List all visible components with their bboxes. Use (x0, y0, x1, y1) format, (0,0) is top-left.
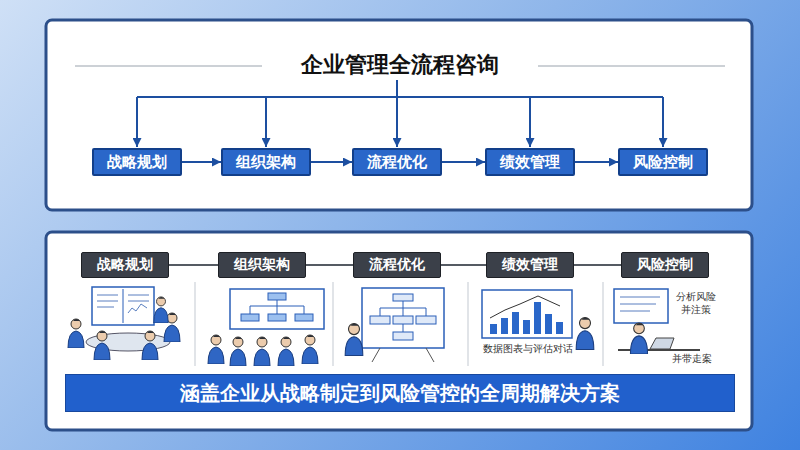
summary-band: 涵盖企业从战略制定到风险管控的全周期解决方案 (65, 374, 735, 412)
illustration-note: 数据图表与评估对话 (476, 342, 580, 355)
board-lines (97, 295, 149, 313)
node-text: 风险控制 (637, 256, 693, 274)
org-box (295, 314, 313, 321)
branch-arrow (265, 97, 267, 147)
process-box: 组织架构 (221, 148, 311, 176)
flow-arrow (442, 161, 485, 163)
flow-arrow (182, 161, 221, 163)
chart-board (482, 290, 572, 338)
strategy-meeting-art (68, 287, 180, 360)
flow-board (362, 288, 444, 348)
section-header: 流程优化 (353, 252, 441, 278)
section-header: 组织架构 (218, 252, 306, 278)
risk-screen (614, 289, 668, 323)
node-text: 绩效管理 (502, 256, 558, 274)
title-rule (538, 66, 725, 67)
section-header: 绩效管理 (486, 252, 574, 278)
org-lines (250, 300, 304, 314)
illustration-note: 分析风险 并注策 (670, 290, 722, 316)
bar (501, 318, 508, 334)
bar (534, 302, 541, 334)
person (230, 337, 246, 366)
separator (333, 282, 334, 366)
node-text: 组织架构 (236, 153, 296, 172)
branch-stem (396, 80, 398, 97)
org-box (268, 293, 286, 300)
flow-arrow (575, 161, 618, 163)
node-text: 战略规划 (107, 153, 167, 172)
screen-lines (620, 297, 660, 311)
diagram-title: 企业管理全流程咨询 (270, 50, 530, 80)
process-box: 流程优化 (352, 148, 442, 176)
person (68, 319, 84, 348)
process-box: 战略规划 (92, 148, 182, 176)
person (142, 331, 158, 360)
bar (512, 312, 519, 334)
presenter (345, 324, 363, 356)
connector-line (306, 264, 353, 266)
org-board (230, 289, 324, 329)
node-text: 战略规划 (97, 256, 153, 274)
section-header: 风险控制 (621, 252, 709, 278)
bar (490, 324, 497, 334)
flow-box (370, 316, 390, 324)
org-box (268, 314, 286, 321)
person (208, 335, 224, 364)
person (94, 331, 110, 360)
branch-arrow (529, 97, 531, 147)
book-spine (123, 289, 124, 323)
connector-line (574, 264, 621, 266)
top-panel (46, 20, 752, 210)
connector-line (169, 264, 218, 266)
separator (195, 282, 196, 366)
flow-box (393, 294, 413, 301)
laptop (650, 338, 674, 349)
section-header: 战略规划 (81, 252, 169, 278)
person (278, 337, 294, 366)
person (630, 323, 647, 354)
branch-arrow (662, 97, 664, 147)
process-box: 绩效管理 (485, 148, 575, 176)
presenter (576, 318, 594, 350)
branch-arrow (396, 97, 398, 147)
person (254, 337, 270, 366)
column-separators (195, 282, 603, 366)
node-text: 风险控制 (633, 153, 693, 172)
process-flow-art (345, 288, 444, 362)
person (154, 297, 168, 323)
connector-line (441, 264, 486, 266)
chart-bars (490, 302, 563, 334)
node-text: 流程优化 (367, 153, 427, 172)
node-text: 流程优化 (369, 256, 425, 274)
performance-chart-art (482, 290, 594, 350)
bar (523, 320, 530, 334)
trend-line (490, 296, 560, 318)
flow-box (416, 316, 436, 324)
planning-board (92, 287, 154, 325)
node-text: 涵盖企业从战略制定到风险管控的全周期解决方案 (180, 380, 620, 407)
separator (603, 282, 604, 366)
easel-legs (372, 348, 434, 362)
bar (556, 322, 563, 334)
node-text: 绩效管理 (500, 153, 560, 172)
branch-lines (137, 80, 663, 147)
flow-arrow (311, 161, 352, 163)
process-box: 风险控制 (618, 148, 708, 176)
illustration-note: 并带走案 (664, 352, 720, 365)
person (302, 335, 318, 364)
bar (545, 314, 552, 334)
bottom-panel (46, 232, 752, 430)
node-text: 组织架构 (234, 256, 290, 274)
flow-box (393, 332, 413, 340)
flow-box (393, 316, 413, 324)
branch-bar (137, 96, 663, 98)
title-rule (75, 66, 262, 67)
branch-arrow (136, 97, 138, 147)
org-box (241, 314, 259, 321)
separator (468, 282, 469, 366)
org-chart-art (208, 289, 324, 366)
